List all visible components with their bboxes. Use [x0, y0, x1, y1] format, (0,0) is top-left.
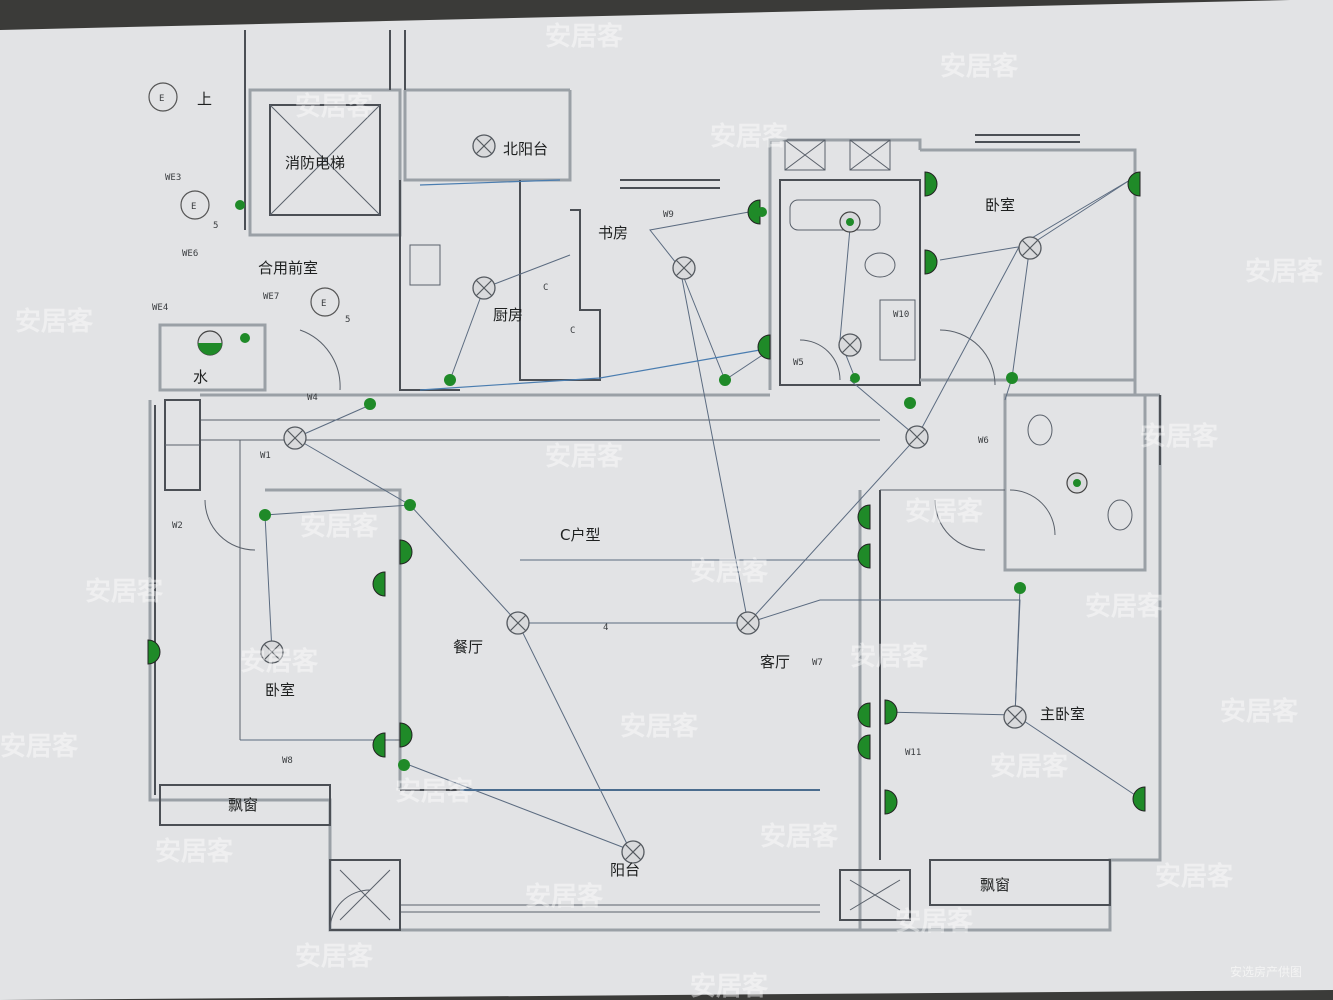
watermark: 安居客 — [295, 91, 374, 122]
e-mark: E — [191, 202, 196, 212]
watermark: 安居客 — [295, 941, 374, 972]
watermark: 安居客 — [525, 881, 604, 912]
e-mark: E — [321, 299, 326, 309]
c-mark: C — [570, 326, 575, 336]
watermarks: 安居客 安居客 安居客 安居客 安居客 安居客 安居客 安居客 安居客 安居客 … — [0, 21, 1324, 1000]
room-label-bay-left: 飘窗 — [228, 796, 258, 814]
watermark: 安居客 — [395, 776, 474, 807]
room-label-water: 水 — [193, 368, 208, 386]
light-fixtures — [197, 134, 1088, 864]
sockets — [147, 171, 1146, 815]
light-study-icon — [672, 256, 696, 280]
room-label-bay-right: 飘窗 — [980, 876, 1010, 894]
room-label-balcony: 阳台 — [610, 861, 640, 879]
circuit-w6: W6 — [978, 436, 989, 446]
light-bath-ne-icon — [838, 333, 862, 357]
circuit-we3: WE3 — [165, 173, 181, 183]
watermark: 安居客 — [545, 441, 624, 472]
light-living-icon — [736, 611, 760, 635]
num-mark: 5 — [213, 221, 218, 231]
room-label-master: 主卧室 — [1040, 705, 1085, 723]
watermark: 安居客 — [850, 641, 929, 672]
room-label-dining: 餐厅 — [453, 638, 483, 656]
room-label-study: 书房 — [598, 224, 628, 242]
room-label-elevator: 消防电梯 — [285, 154, 345, 172]
room-label-kitchen: 厨房 — [493, 306, 523, 324]
watermark: 安居客 — [895, 906, 974, 937]
circuit-w4: W4 — [307, 393, 318, 403]
plan-type-label: C户型 — [560, 526, 600, 544]
watermark: 安居客 — [690, 556, 769, 587]
circuit-w7: W7 — [812, 658, 823, 668]
watermark: 安居客 — [155, 836, 234, 867]
watermark: 安居客 — [760, 821, 839, 852]
circuit-we7: WE7 — [263, 292, 279, 302]
room-labels: 消防电梯 北阳台 书房 厨房 卧室 合用前室 水 C户型 餐厅 客厅 卧室 主卧… — [193, 140, 1085, 894]
stair-up-label: 上 — [197, 90, 212, 108]
watermark: 安居客 — [1155, 861, 1234, 892]
circuit-w1: W1 — [260, 451, 271, 461]
watermark: 安居客 — [620, 711, 699, 742]
circuit-w9: W9 — [663, 210, 674, 220]
watermark: 安居客 — [940, 51, 1019, 82]
light-north-balcony-icon — [472, 134, 496, 158]
circuit-w11: W11 — [905, 748, 921, 758]
num-mark: 5 — [345, 315, 350, 325]
circuit-w2: W2 — [172, 521, 183, 531]
watermark: 安居客 — [240, 646, 319, 677]
watermark: 安居客 — [905, 496, 984, 527]
watermark: 安居客 — [1245, 256, 1324, 287]
circuit-marks: 上 E E E 5 5 WE3 WE6 WE4 WE7 W1 W2 W4 W5 … — [152, 90, 989, 766]
watermark: 安居客 — [15, 306, 94, 337]
watermark: 安居客 — [85, 576, 164, 607]
light-kitchen-icon — [472, 276, 496, 300]
watermark: 安居客 — [710, 121, 789, 152]
circuit-we4: WE4 — [152, 303, 168, 313]
watermark: 安居客 — [0, 731, 79, 762]
circuit-w10: W10 — [893, 310, 909, 320]
room-label-lobby: 合用前室 — [258, 259, 318, 277]
room-label-north-balcony: 北阳台 — [503, 140, 548, 158]
light-dining-icon — [506, 611, 530, 635]
watermark: 安居客 — [545, 21, 624, 52]
watermark: 安居客 — [690, 971, 769, 1000]
light-corridor-east-icon — [905, 425, 929, 449]
circuit-w5: W5 — [793, 358, 804, 368]
watermark: 安居客 — [1140, 421, 1219, 452]
light-bedroom-sw-icon — [260, 640, 284, 664]
room-label-living: 客厅 — [760, 653, 790, 671]
light-corridor-icon — [283, 426, 307, 450]
num-mark: 4 — [603, 623, 608, 633]
circuit-we6: WE6 — [182, 249, 198, 259]
wiring — [240, 179, 1136, 851]
watermark: 安居客 — [990, 751, 1069, 782]
light-balcony-icon — [621, 840, 645, 864]
room-label-bedroom-ne: 卧室 — [985, 196, 1015, 214]
watermark: 安居客 — [300, 511, 379, 542]
room-label-bedroom-sw: 卧室 — [265, 681, 295, 699]
image-credit: 安选房产供图 — [1230, 964, 1302, 979]
circuit-w8: W8 — [282, 756, 293, 766]
c-mark: C — [543, 283, 548, 293]
light-master-icon — [1003, 705, 1027, 729]
watermark: 安居客 — [1220, 696, 1299, 727]
walls — [148, 30, 1162, 932]
light-bedroom-ne-icon — [1018, 236, 1042, 260]
e-mark: E — [159, 94, 164, 104]
e-markers — [148, 82, 340, 317]
watermark: 安居客 — [1085, 591, 1164, 622]
